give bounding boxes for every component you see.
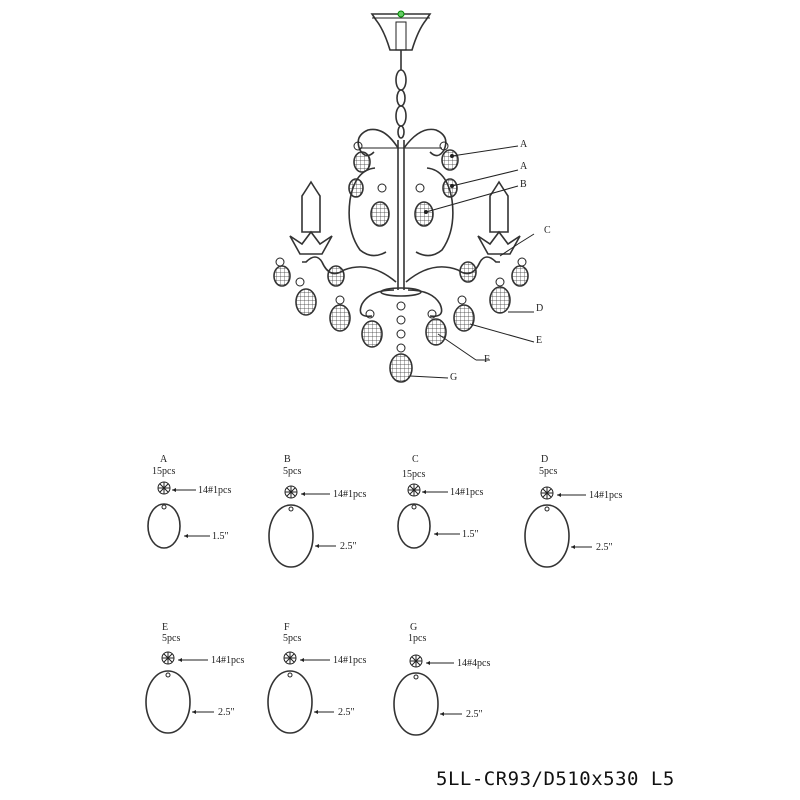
callout-label: B: [520, 179, 527, 190]
crystal-size: 2.5": [596, 542, 613, 553]
crystal-size: 2.5": [338, 707, 355, 718]
bead-spec: 14#1pcs: [589, 490, 622, 501]
crystal-size: 2.5": [466, 709, 483, 720]
bead-spec: 14#1pcs: [450, 487, 483, 498]
part-b: B 5pcs 14#1pcs 2.5": [268, 454, 366, 568]
model-code: 5LL-CR93/D510x530 L5: [436, 768, 675, 790]
callout-label: G: [450, 372, 457, 383]
bead-spec: 14#1pcs: [333, 655, 366, 666]
part-letter: F: [284, 622, 290, 633]
part-letter: G: [410, 622, 417, 633]
crystal-size: 1.5": [212, 531, 229, 542]
part-quantity: 5pcs: [283, 466, 301, 477]
part-g: G 1pcs 14#4pcs 2.5": [393, 622, 490, 736]
callout-label: C: [544, 225, 551, 236]
part-c: C 15pcs 14#1pcs 1.5": [397, 454, 483, 549]
parts-legend: A 15pcs 14#1pcs 1.5" B 5pcs 14#1pcs 2.5": [145, 454, 622, 736]
bead-spec: 14#1pcs: [198, 485, 231, 496]
callout-label: A: [520, 139, 528, 150]
crystal-size: 2.5": [218, 707, 235, 718]
part-quantity: 1pcs: [408, 633, 426, 644]
part-d: D 5pcs 14#1pcs 2.5": [524, 454, 622, 568]
callout-label: A: [520, 161, 528, 172]
callout-label: D: [536, 303, 543, 314]
crystal-size: 1.5": [462, 529, 479, 540]
part-quantity: 15pcs: [402, 469, 425, 480]
callout-label: E: [536, 335, 542, 346]
suspension-chain: [395, 50, 407, 139]
part-a: A 15pcs 14#1pcs 1.5": [147, 454, 231, 549]
part-quantity: 15pcs: [152, 466, 175, 477]
part-letter: D: [541, 454, 548, 465]
part-letter: A: [160, 454, 168, 465]
part-e: E 5pcs 14#1pcs 2.5": [145, 622, 244, 734]
bead-spec: 14#1pcs: [333, 489, 366, 500]
bead-spec: 14#1pcs: [211, 655, 244, 666]
ceiling-canopy: [370, 13, 432, 51]
part-quantity: 5pcs: [539, 466, 557, 477]
part-letter: E: [162, 622, 168, 633]
bead-spec: 14#4pcs: [457, 658, 490, 669]
part-f: F 5pcs 14#1pcs 2.5": [267, 622, 366, 734]
chandelier-illustration: A A B C D E F G: [273, 10, 551, 383]
part-letter: B: [284, 454, 291, 465]
part-quantity: 5pcs: [283, 633, 301, 644]
crystal-size: 2.5": [340, 541, 357, 552]
callout-label: F: [484, 354, 490, 365]
part-letter: C: [412, 454, 419, 465]
part-quantity: 5pcs: [162, 633, 180, 644]
